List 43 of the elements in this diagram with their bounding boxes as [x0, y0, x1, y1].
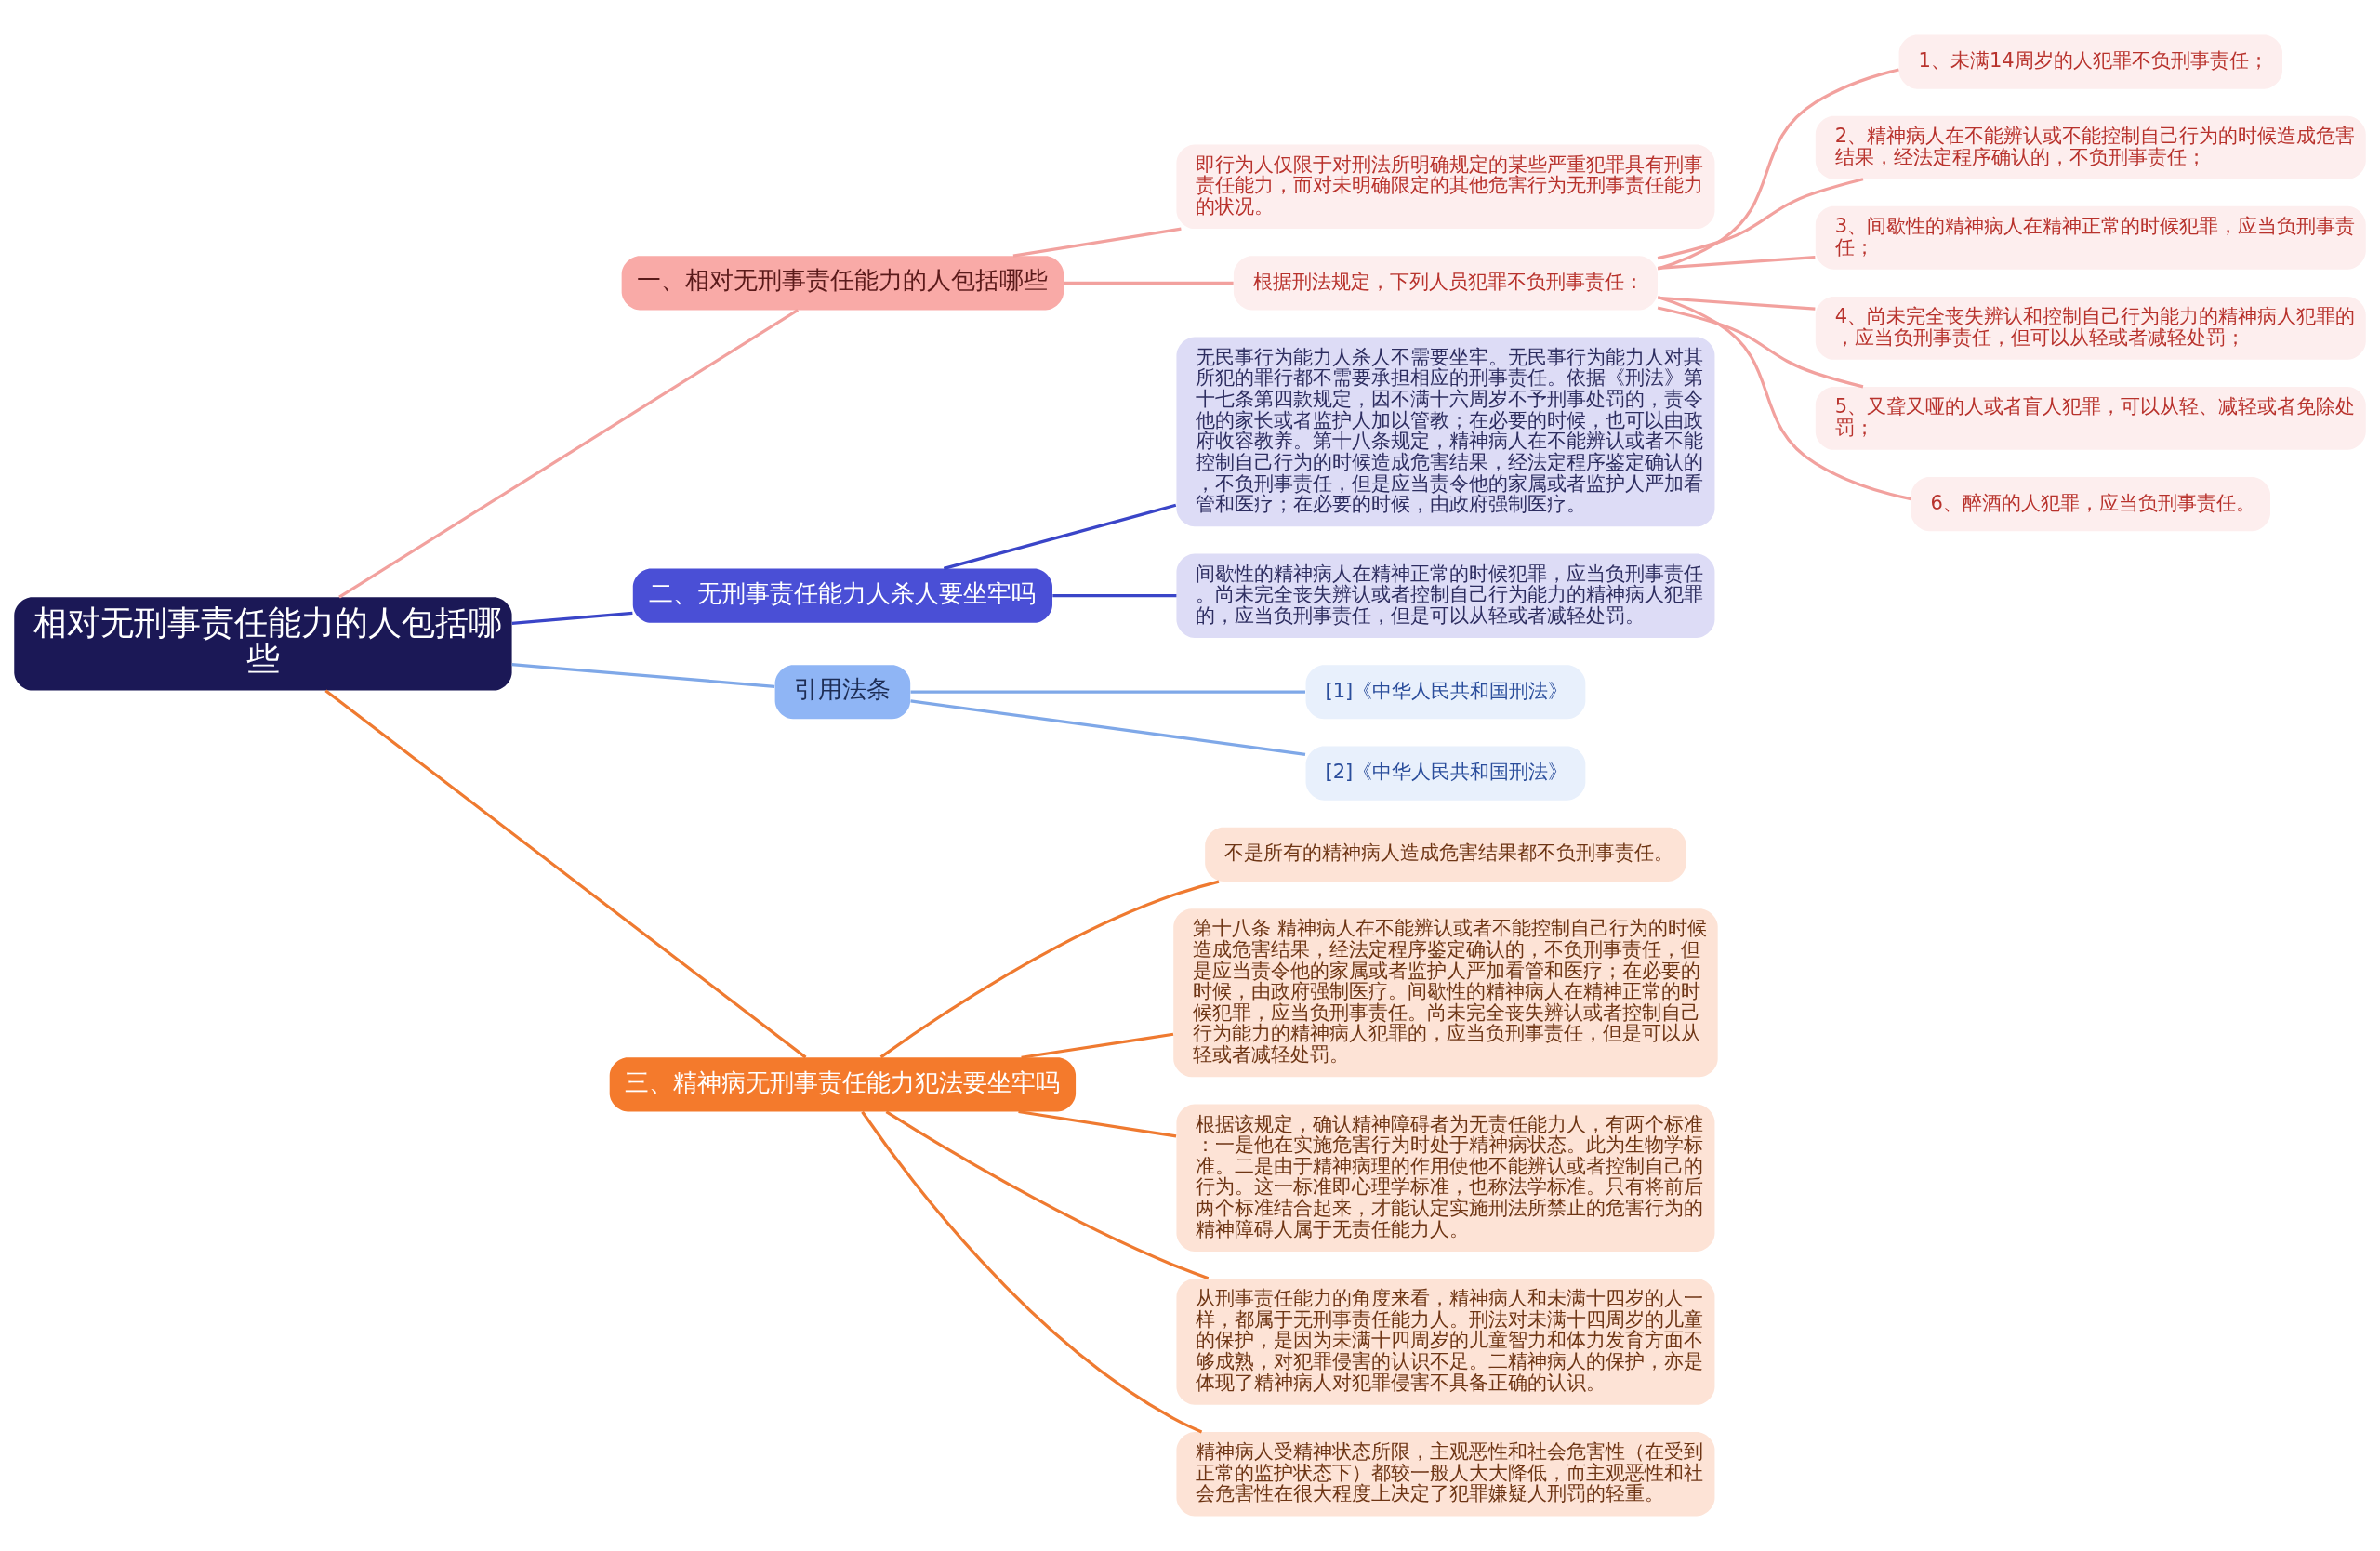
node-box: 相对无刑事责任能力的人包括哪些: [14, 597, 512, 691]
connector: [1052, 594, 1177, 598]
node-box: 2、精神病人在不能辨认或不能控制自己行为的时候造成危害结果，经法定程序确认的，不负刑事责任；: [1815, 115, 2366, 179]
connector: [910, 690, 1305, 694]
connector: [885, 1110, 1210, 1280]
node-box: 从刑事责任能力的角度来看，精神病人和未满十四岁的人一样，都属于无刑事责任能力人。刑法对未满十四周岁的儿童的保护，是因为未满十四周岁的儿童智力和体力发育方面不够成熟，对犯罪侵害的认识不足。二精神病人的保护，亦是体现了精神病人对犯罪侵害不具备正确的认识。: [1176, 1279, 1715, 1405]
connector: [1657, 295, 1911, 501]
node-box: 三、精神病无刑事责任能力犯法要坐牢吗: [609, 1057, 1077, 1112]
connector: [1064, 281, 1234, 285]
connector: [511, 611, 633, 625]
node-box: 不是所有的精神病人造成危害结果都不负刑事责任。: [1205, 827, 1686, 882]
node-box: 二、无刑事责任能力人杀人要坐牢吗: [632, 568, 1052, 623]
node-box: 无民事行为能力人杀人不需要坐牢。无民事行为能力人对其所犯的罪行都不需要承担相应的刑事责任。依据《刑法》第十七条第四款规定，因不满十六周岁不予刑事处罚的，责令他的家长或者监护人加以管教；在必要的时候，也可以由政府收容教养。第十八条规定，精神病人在不能辨认或者不能控制自己行为的时候造成危害结果，经法定程序鉴定确认的，不负刑事责任，但是应当责令他的家属或者监护人严加看管和医疗；在必要的时候，由政府强制医疗。: [1176, 337, 1715, 527]
node-box: 第十八条 精神病人在不能辨认或者不能控制自己行为的时候造成危害结果，经法定程序鉴定确认的，不负刑事责任，但是应当责令他的家属或者监护人严加看管和医疗；在必要的时候，由政府强制医疗。间歇性的精神病人在精神正常的时候犯罪，应当负刑事责任。尚未完全丧失辨认或者控制自己行为能力的精神病人犯罪的，应当负刑事责任，但是可以从轻或者减轻处罚。: [1173, 908, 1718, 1078]
connector: [338, 309, 800, 599]
node-box: 一、相对无刑事责任能力的人包括哪些: [621, 256, 1064, 311]
node-box: 引用法条: [774, 665, 911, 720]
node-box: 根据刑法规定，下列人员犯罪不负刑事责任：: [1233, 256, 1658, 311]
node-box: 间歇性的精神病人在精神正常的时候犯罪，应当负刑事责任。尚未完全丧失辨认或者控制自己行为能力的精神病人犯罪的，应当负刑事责任，但是可以从轻或者减轻处罚。: [1176, 553, 1715, 638]
connector: [324, 689, 807, 1059]
node-box: 精神病人受精神状态所限，主观恶性和社会危害性（在受到正常的监护状态下）都较一般人大大降低，而主观恶性和社会危害性在很大程度上决定了犯罪嫌疑人刑罚的轻重。: [1176, 1431, 1715, 1517]
connector: [1658, 296, 1816, 311]
node-box: 即行为人仅限于对刑法所明确规定的某些严重犯罪具有刑事责任能力，而对未明确限定的其他危害行为无刑事责任能力的状况。: [1176, 144, 1715, 230]
connector: [861, 1110, 1203, 1434]
connector: [1657, 306, 1864, 389]
node-box: 6、醉酒的人犯罪，应当负刑事责任。: [1911, 476, 2271, 532]
node-box: 4、尚未完全丧失辨认和控制自己行为能力的精神病人犯罪的，应当负刑事责任，但可以从轻或者减轻处罚；: [1815, 296, 2366, 360]
node-box: [1]《中华人民共和国刑法》: [1305, 665, 1586, 720]
connector: [1018, 1109, 1177, 1138]
connector: [1658, 255, 1816, 271]
connector: [1012, 227, 1182, 258]
node-box: [2]《中华人民共和国刑法》: [1305, 746, 1586, 801]
connector: [511, 663, 775, 688]
node-box: 3、间歇性的精神病人在精神正常的时候犯罪，应当负刑事责任；: [1815, 205, 2366, 270]
node-box: 5、又聋又哑的人或者盲人犯罪，可以从轻、减轻或者免除处罚；: [1815, 386, 2366, 450]
connector: [1021, 1032, 1174, 1059]
connector: [943, 503, 1177, 570]
node-box: 1、未满14周岁的人犯罪不负刑事责任；: [1898, 34, 2282, 89]
connector: [910, 699, 1306, 756]
connector: [879, 880, 1220, 1059]
connector: [1657, 178, 1864, 260]
connector: [1657, 68, 1899, 271]
node-box: 根据该规定，确认精神障碍者为无责任能力人，有两个标准：一是他在实施危害行为时处于精神病状态。此为生物学标准。二是由于精神病理的作用使他不能辨认或者控制自己的行为。这一标准即心理学标准，也称法学标准。只有将前后两个标准结合起来，才能认定实施刑法所禁止的危害行为的精神障碍人属于无责任能力人。: [1176, 1104, 1715, 1252]
